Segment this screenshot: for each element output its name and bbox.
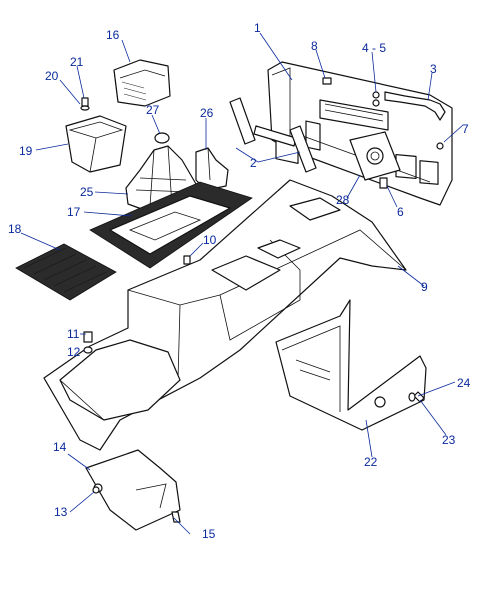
callout-9: 9 xyxy=(421,280,428,294)
callout-25: 25 xyxy=(80,185,94,199)
cubby-19 xyxy=(65,115,127,173)
screw-10 xyxy=(183,255,191,265)
leader-lines xyxy=(20,32,464,535)
screw-11 xyxy=(83,331,93,343)
washer-24 xyxy=(408,392,416,402)
callout-7: 7 xyxy=(462,122,469,136)
callout-20: 20 xyxy=(45,69,59,83)
callout-15: 15 xyxy=(202,527,216,541)
screw-6 xyxy=(379,177,388,189)
bracket xyxy=(384,91,446,121)
washer-12 xyxy=(83,346,93,354)
screw-8 xyxy=(322,77,332,85)
callout-22: 22 xyxy=(364,455,378,469)
callout-18: 18 xyxy=(8,222,22,236)
mat-17 xyxy=(89,181,253,269)
callout-21: 21 xyxy=(70,55,84,69)
callout-8: 8 xyxy=(311,39,318,53)
floor-mat-18 xyxy=(15,243,117,301)
callout-14: 14 xyxy=(53,440,67,454)
switch-plate xyxy=(349,131,401,181)
screw-23 xyxy=(413,391,425,403)
callout-19: 19 xyxy=(19,144,33,158)
bracket-22 xyxy=(275,299,427,431)
callout-10: 10 xyxy=(203,233,217,247)
nut-13 xyxy=(92,486,100,494)
callout-2: 2 xyxy=(250,156,257,170)
callout-23: 23 xyxy=(442,433,456,447)
callout-11: 11 xyxy=(67,327,80,341)
screw-21 xyxy=(80,97,90,111)
screw-15 xyxy=(171,511,181,523)
callout-26: 26 xyxy=(200,106,214,120)
callout-6: 6 xyxy=(397,205,404,219)
lever-boot-26 xyxy=(195,147,229,191)
callout-3: 3 xyxy=(430,62,437,76)
callout-17: 17 xyxy=(67,205,81,219)
trim-box-16 xyxy=(113,59,171,107)
callout-12: 12 xyxy=(67,345,81,359)
callout-24: 24 xyxy=(457,376,471,390)
callout-27: 27 xyxy=(146,103,160,117)
callout-labels: 1 2 3 4 - 5 6 7 8 9 10 11 12 13 14 15 16… xyxy=(8,21,471,541)
badges xyxy=(229,97,317,173)
gear-knob-27 xyxy=(154,132,170,144)
console-9 xyxy=(43,179,407,451)
callout-1: 1 xyxy=(254,21,261,35)
callout-28: 28 xyxy=(336,193,350,207)
bracket-14 xyxy=(85,449,181,531)
callout-4-5: 4 - 5 xyxy=(362,41,386,55)
callout-13: 13 xyxy=(54,505,68,519)
screw-7 xyxy=(436,142,444,150)
callout-16: 16 xyxy=(106,28,120,42)
